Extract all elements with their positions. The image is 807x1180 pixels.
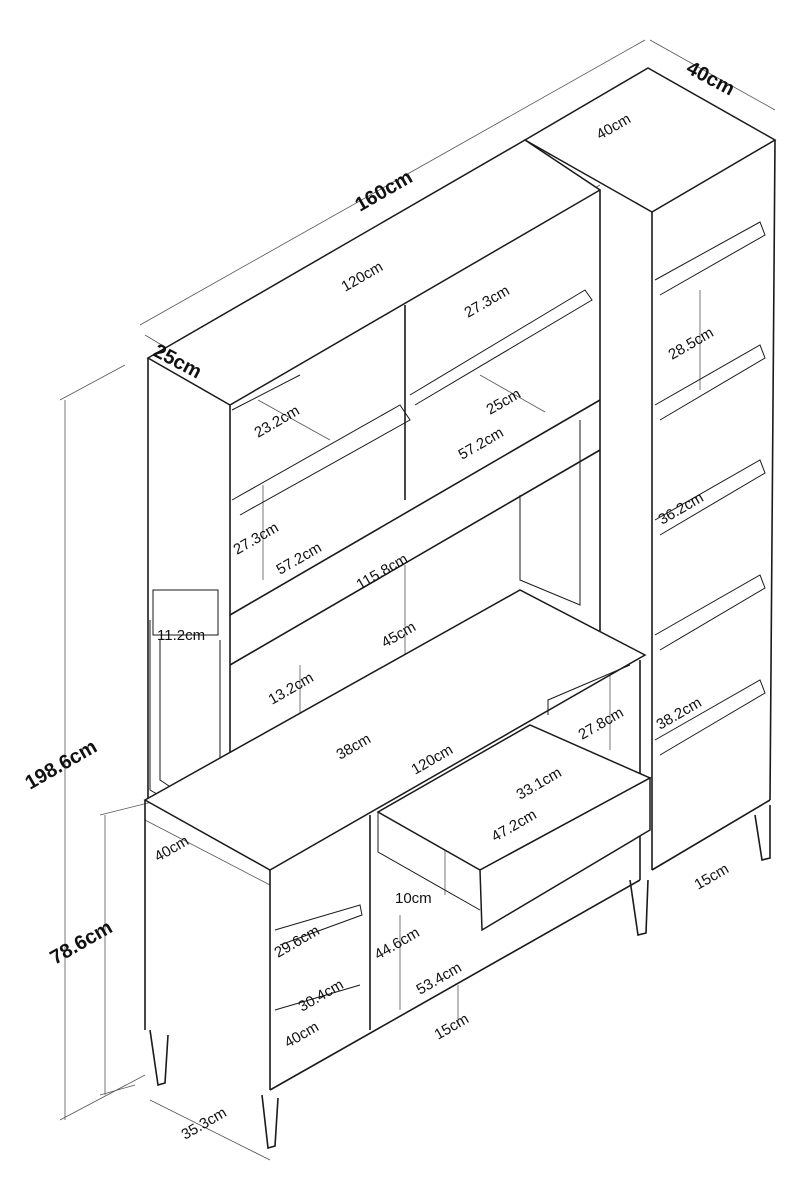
label-rail-height: 13.2cm bbox=[266, 669, 317, 708]
label-upper-compartment-width-right: 57.2cm bbox=[456, 424, 507, 463]
label-total-height: 198.6cm bbox=[22, 736, 101, 795]
label-middle-shelf-depth: 25cm bbox=[484, 385, 524, 418]
label-base-width: 35.3cm bbox=[179, 1104, 230, 1143]
label-base-shelf-2: 30.4cm bbox=[296, 976, 347, 1015]
label-tower-shelf-1: 28.5cm bbox=[666, 324, 717, 363]
label-base-height: 78.6cm bbox=[47, 916, 117, 969]
hutch bbox=[146, 139, 602, 835]
label-upper-shelf-height-right: 27.3cm bbox=[462, 282, 513, 321]
label-tower-shelf-3: 38.2cm bbox=[654, 694, 705, 733]
label-desk-clearance: 45cm bbox=[379, 618, 419, 651]
label-upper-shelf-depth: 23.2cm bbox=[252, 402, 303, 441]
right-tower bbox=[523, 67, 777, 936]
label-base-opening: 44.6cm bbox=[372, 924, 423, 963]
dimension-labels: 160cm 40cm 40cm 120cm 25cm 27.3cm 23.2cm… bbox=[22, 57, 739, 1143]
label-base-inner-width: 53.4cm bbox=[414, 959, 465, 998]
label-base-shelf-3: 40cm bbox=[282, 1018, 322, 1051]
label-drawer-height: 10cm bbox=[395, 890, 432, 907]
label-upper-compartment-width-left: 57.2cm bbox=[274, 539, 325, 578]
label-cubby-height: 27.8cm bbox=[576, 704, 627, 743]
label-tower-leg-height: 15cm bbox=[692, 860, 732, 893]
dimension-lines bbox=[59, 39, 776, 1161]
label-base-leg-height: 15cm bbox=[432, 1010, 472, 1043]
label-base-shelf-1: 29.6cm bbox=[272, 922, 323, 961]
label-base-depth: 40cm bbox=[152, 832, 192, 865]
label-side-gap: 11.2cm bbox=[157, 627, 205, 644]
desk bbox=[143, 589, 652, 1150]
label-hutch-inner-width: 115.8cm bbox=[354, 551, 411, 594]
label-lower-upper-shelf-height: 27.3cm bbox=[231, 519, 282, 558]
